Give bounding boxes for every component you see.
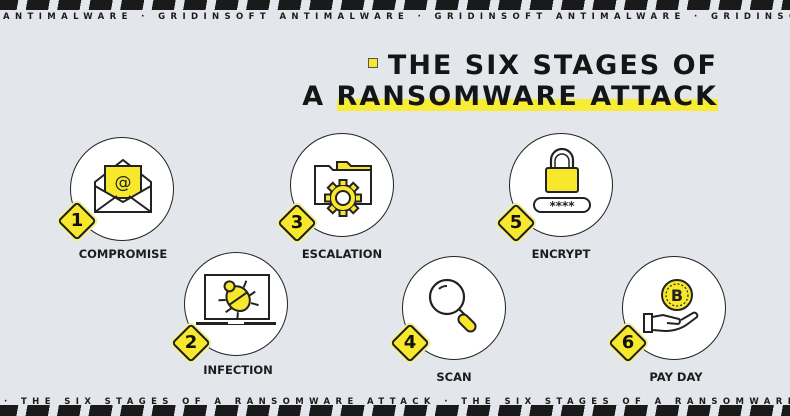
stage-1-number: 1 [70, 210, 84, 231]
stage-3-number: 3 [290, 212, 304, 233]
ticker-top: ANTIMALWARE · GRIDINSOFT ANTIMALWARE · G… [3, 12, 790, 22]
hazard-stripe-top [0, 0, 790, 10]
envelope-at-icon: @ [94, 158, 152, 213]
stage-6-number: 6 [621, 332, 635, 353]
title-line-1: THE SIX STAGES OF [302, 50, 718, 81]
title-line-1-text: THE SIX STAGES OF [387, 50, 718, 81]
svg-text:****: **** [549, 199, 575, 213]
stage-5-label: ENCRYPT [531, 247, 591, 261]
title-line-2-highlight: RANSOMWARE ATTACK [336, 81, 718, 112]
stage-4-label: SCAN [436, 370, 472, 384]
hand-bitcoin-icon: B [643, 279, 699, 333]
stage-1-label: COMPROMISE [78, 247, 168, 261]
svg-text:B: B [671, 286, 683, 305]
stage-2-number: 2 [184, 332, 198, 353]
stage-5-number: 5 [509, 212, 523, 233]
stage-4-number: 4 [403, 332, 417, 353]
ticker-bottom: · THE SIX STAGES OF A RANSOMWARE ATTACK … [4, 397, 790, 407]
padlock-password-icon: **** [533, 147, 591, 213]
folder-gear-icon [314, 161, 372, 217]
stage-3-label: ESCALATION [301, 247, 383, 261]
page-title: THE SIX STAGES OF A RANSOMWARE ATTACK [302, 50, 718, 112]
stage-1-circle: @ [70, 137, 174, 241]
magnifier-icon [428, 278, 477, 333]
svg-text:@: @ [115, 173, 132, 193]
stage-2-label: INFECTION [203, 363, 273, 377]
laptop-bug-icon [196, 274, 276, 325]
stage-6-label: PAY DAY [649, 370, 703, 384]
title-bullet-icon [367, 57, 378, 68]
title-line-2-prefix: A [302, 81, 337, 112]
stage-2-circle [184, 252, 288, 356]
title-line-2: A RANSOMWARE ATTACK [302, 81, 718, 112]
hazard-stripe-bottom [0, 405, 790, 416]
